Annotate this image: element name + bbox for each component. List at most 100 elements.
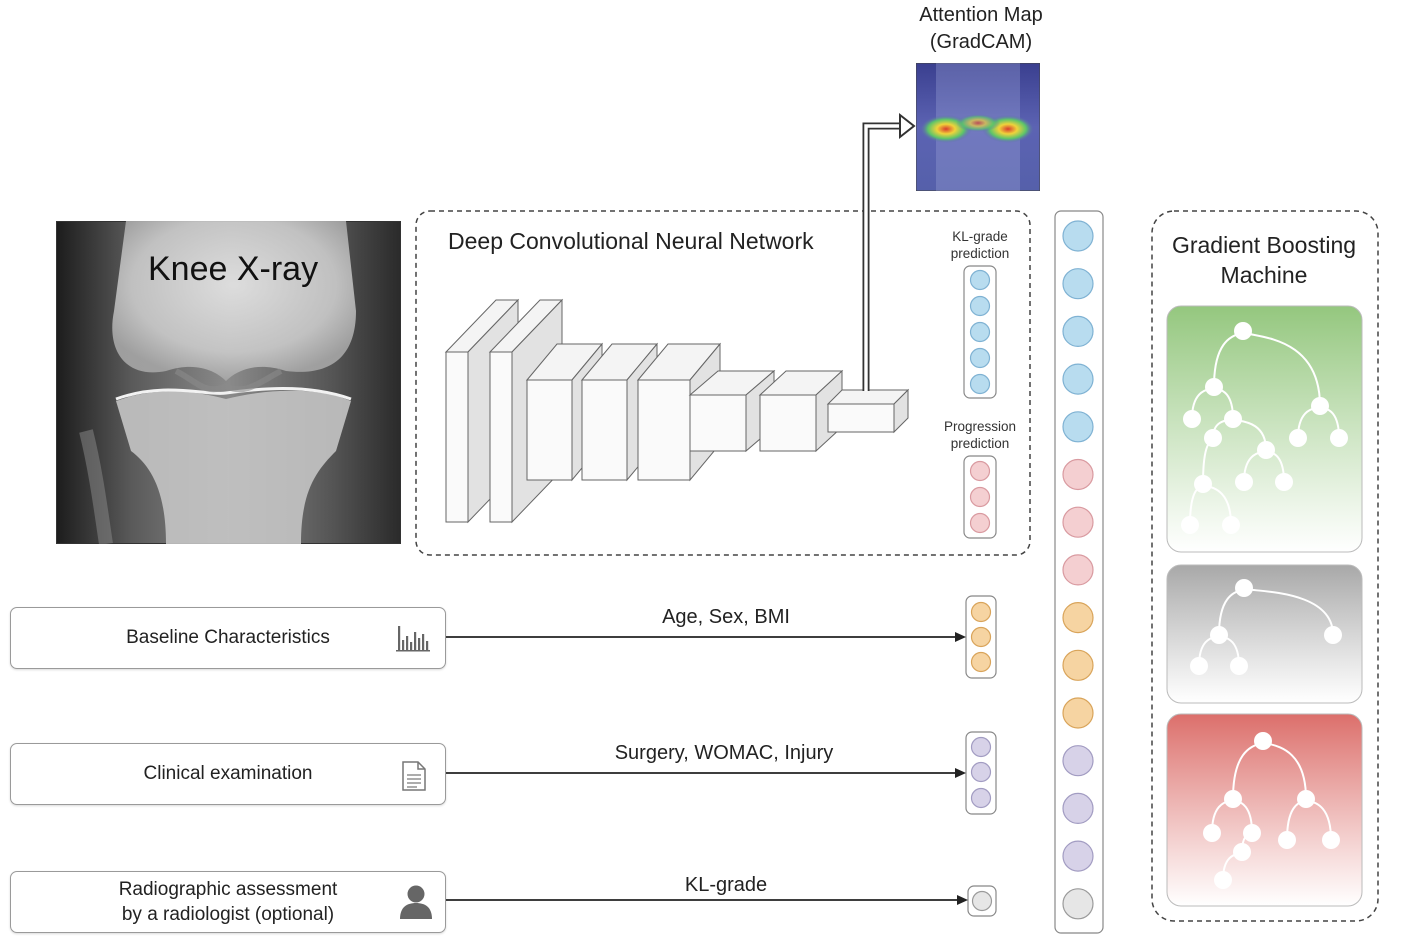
kl-prediction-node-3: [969, 321, 991, 343]
cnn-layer-front: [827, 403, 895, 433]
tree-green: [1181, 322, 1348, 534]
arrow-clinical: [446, 768, 966, 778]
baseline-feature-node-1: [970, 601, 992, 623]
radiographic-assessment-box: Radiographic assessment by a radiologist…: [10, 871, 446, 933]
progression-prediction-node-3: [969, 512, 991, 534]
cnn-layer-front: [526, 379, 573, 481]
tree-node: [1322, 831, 1340, 849]
feature-vector-node-9: [1062, 601, 1094, 634]
tree-node: [1224, 790, 1242, 808]
bar-chart-icon: [396, 626, 430, 652]
cnn-layer-front: [489, 351, 513, 523]
feature-vector-node-6: [1062, 458, 1094, 491]
tree-node: [1224, 410, 1242, 428]
progression-prediction-node-2: [969, 486, 991, 508]
cnn-layer-7: [758, 369, 844, 453]
kl-prediction-node-1: [969, 269, 991, 291]
arrow-head: [957, 895, 968, 905]
tree-node: [1204, 429, 1222, 447]
arrow-radiographic: [446, 895, 968, 905]
tree-node: [1214, 871, 1232, 889]
tree-node: [1190, 657, 1208, 675]
baseline-feature-node-3: [970, 651, 992, 673]
attention-map-label: Attention Map (GradCAM): [896, 2, 1066, 56]
tree-node: [1275, 473, 1293, 491]
cnn-layer-front: [581, 379, 628, 481]
baseline-feature-node-2: [970, 626, 992, 648]
feature-vector-node-3: [1062, 315, 1094, 347]
tree-node: [1181, 516, 1199, 534]
tree-node: [1254, 732, 1272, 750]
cnn-label: Deep Convolutional Neural Network: [448, 228, 814, 254]
tree-red: [1203, 732, 1340, 889]
tree-node: [1235, 473, 1253, 491]
kl-prediction-node-2: [969, 295, 991, 317]
kl-prediction-label: KL-grade prediction: [950, 229, 1010, 261]
tree-node: [1210, 626, 1228, 644]
xray-label: Knee X-ray: [148, 250, 319, 288]
cnn-layer-8: [826, 388, 910, 434]
feature-vector-node-10: [1062, 649, 1094, 681]
feature-vector-node-5: [1062, 411, 1094, 443]
clinical-feature-node-3: [970, 787, 992, 809]
tree-node: [1289, 429, 1307, 447]
arrow-head: [955, 768, 966, 778]
arrow-label-surgery-womac-injury: Surgery, WOMAC, Injury: [614, 742, 834, 764]
kl-prediction-node-4: [969, 347, 991, 369]
feature-vector-node-14: [1062, 840, 1094, 872]
cnn-layer-front: [445, 351, 469, 523]
feature-vector-node-4: [1062, 363, 1094, 395]
tree-node: [1203, 824, 1221, 842]
tree-node: [1233, 843, 1251, 861]
tree-node: [1205, 378, 1223, 396]
baseline-characteristics-label: Baseline Characteristics: [126, 627, 330, 648]
clinical-examination-label: Clinical examination: [143, 763, 313, 784]
gbm-label: Gradient Boosting Machine: [1171, 232, 1357, 288]
tree-node: [1222, 516, 1240, 534]
tree-node: [1257, 441, 1275, 459]
tree-node: [1297, 790, 1315, 808]
attention-arrow: [862, 112, 916, 391]
baseline-characteristics-box: Baseline Characteristics: [10, 607, 446, 669]
feature-vector-node-7: [1062, 506, 1094, 538]
feature-vector-node-1: [1062, 220, 1094, 252]
arrow-head: [955, 632, 966, 642]
feature-vector-node-8: [1062, 554, 1094, 586]
feature-vector-node-2: [1062, 268, 1094, 300]
attention-arrow-head: [899, 112, 916, 140]
tree-node: [1183, 410, 1201, 428]
feature-vector-node-15: [1062, 888, 1094, 920]
progression-prediction-label: Progression prediction: [943, 419, 1017, 451]
feature-vector-node-11: [1062, 697, 1094, 729]
gbm-container: [1151, 210, 1379, 922]
knee-xray-image: [56, 221, 401, 544]
cnn-layer-front: [759, 394, 817, 452]
tree-node: [1230, 657, 1248, 675]
person-icon: [400, 885, 432, 919]
clinical-feature-node-2: [970, 761, 992, 783]
arrow-baseline: [446, 632, 966, 642]
arrow-label-kl-grade: KL-grade: [684, 874, 768, 896]
attention-map-label-text: Attention Map (GradCAM): [919, 4, 1043, 53]
radiographic-assessment-label: Radiographic assessment by a radiologist…: [118, 879, 338, 925]
tree-node: [1234, 322, 1252, 340]
clinical-examination-box: Clinical examination: [10, 743, 446, 805]
tree-node: [1235, 579, 1253, 597]
progression-prediction-node-1: [969, 460, 991, 482]
attention-arrow-core: [864, 124, 902, 391]
cnn-container: [415, 210, 1031, 556]
tree-node: [1311, 397, 1329, 415]
cnn-layer-front: [689, 394, 747, 452]
feature-vector-node-12: [1062, 745, 1094, 777]
tree-node: [1194, 475, 1212, 493]
feature-vector-node-13: [1062, 792, 1094, 825]
tree-panel-red: [1166, 713, 1363, 907]
attention-map-image: [916, 63, 1040, 191]
kl-prediction-node-5: [969, 373, 991, 395]
radiographic-feature-node: [971, 890, 993, 912]
cnn-layer-front: [637, 379, 691, 481]
